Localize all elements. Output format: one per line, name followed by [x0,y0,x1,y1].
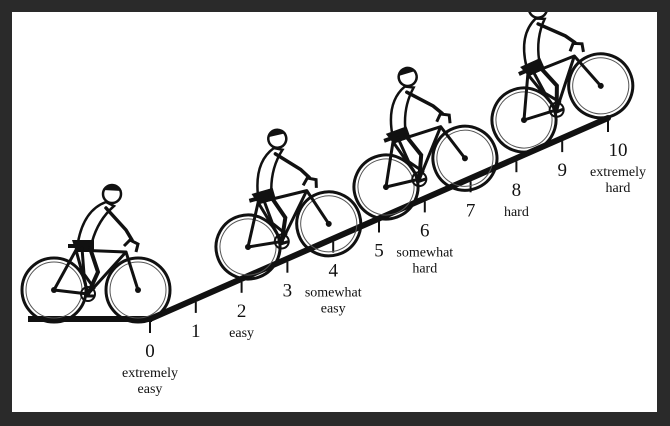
scale-number-0: 0 [145,341,155,362]
scale-label-6-line-2: hard [412,261,437,276]
cyclist-flat [20,182,172,324]
scale-label-10-line-2: hard [606,181,631,196]
scale-labels: 0extremelyeasy12easy34somewhateasy56some… [122,140,646,397]
scale-label-0-line-1: extremely [122,366,178,381]
scale-label-4-line-2: easy [321,302,346,317]
scale-number-7: 7 [466,200,476,221]
cyclist-easy [186,111,371,289]
scale-label-10-line-1: extremely [590,165,646,180]
effort-scale-diagram: 0extremelyeasy12easy34somewhateasy56some… [20,12,646,397]
scale-number-2: 2 [237,301,247,322]
scale-label-4-line-1: somewhat [305,286,362,301]
scale-number-4: 4 [328,261,338,282]
scale-label-8-line-1: hard [504,205,529,220]
scale-number-1: 1 [191,321,201,342]
scale-label-0-line-2: easy [138,382,163,397]
scale-number-6: 6 [420,220,430,241]
scale-number-3: 3 [283,281,293,302]
scale-ticks [149,121,609,333]
scale-number-8: 8 [512,180,522,201]
scale-number-10: 10 [609,140,628,161]
scale-label-2-line-1: easy [229,326,254,341]
scale-number-5: 5 [374,241,384,262]
scale-number-9: 9 [557,160,567,181]
scale-label-6-line-1: somewhat [396,245,453,260]
